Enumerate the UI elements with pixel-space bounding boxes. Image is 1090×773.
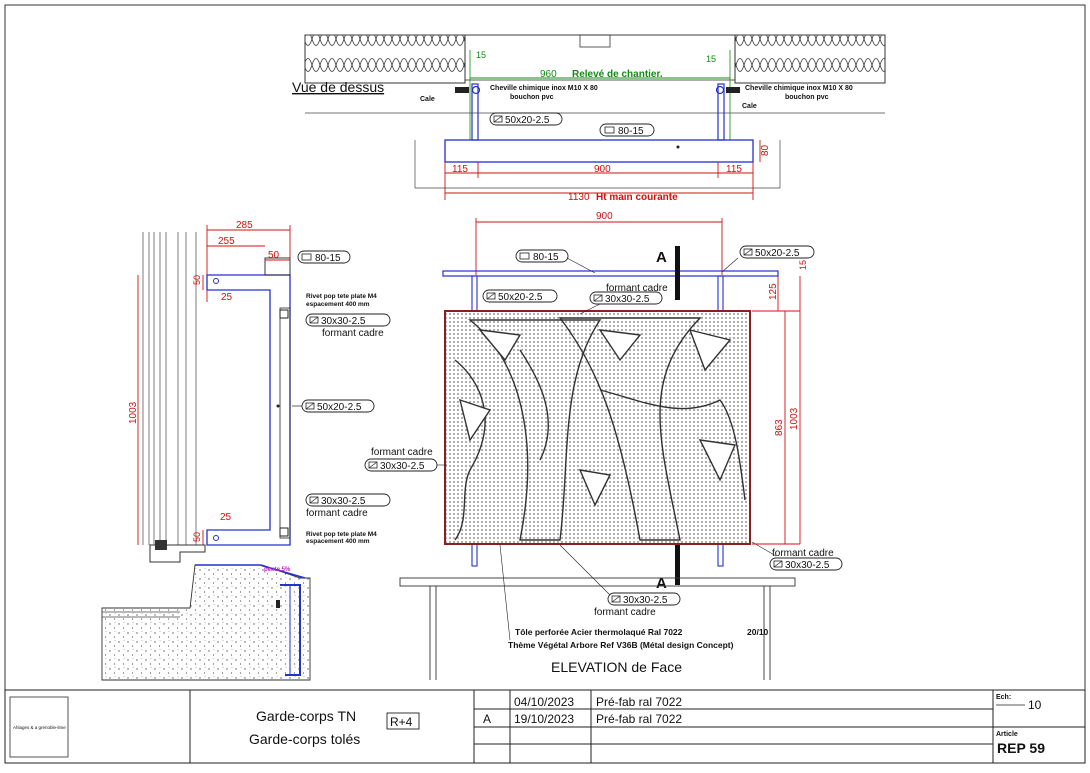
project-line1: Garde-corps TN (256, 708, 356, 724)
elev-cadre-top-text: formant cadre (606, 283, 668, 294)
side-dim-25-bot: 25 (220, 512, 232, 523)
elev-cadre-left-label: 30x30-2.5 (380, 461, 425, 472)
cheville-left-1: Cheville chimique inox M10 X 80 (490, 85, 598, 92)
insulation-left (304, 34, 466, 84)
elev-dim-15: 15 (798, 260, 808, 270)
top-ht-main: Ht main courante (596, 192, 678, 203)
cheville-right-1: Cheville chimique inox M10 X 80 (745, 85, 853, 92)
cale-left: Cale (420, 96, 435, 103)
rev-2-date: 19/10/2023 (514, 712, 574, 726)
side-dim-1003: 1003 (128, 401, 139, 424)
top-dim-960: 960 (540, 69, 557, 80)
top-releve-note: Relevé de chantier. (572, 69, 663, 80)
elev-dim-125: 125 (768, 283, 779, 300)
top-flat-label: 80-15 (618, 126, 644, 137)
rev-1-date: 04/10/2023 (514, 695, 574, 709)
side-cadre-bot-text: formant cadre (306, 508, 368, 519)
side-cadre-top-text: formant cadre (322, 328, 384, 339)
top-dim-1130: 1130 (568, 192, 590, 203)
top-dim-115-right: 115 (726, 164, 742, 175)
elev-tole-1b: 20/10 (747, 627, 769, 637)
side-section: pente 5% 285 255 50 80-15 50 25 1003 25 (101, 220, 391, 681)
rev-2-index: A (483, 712, 491, 726)
anchor-left-icon (471, 85, 481, 95)
level-box: R+4 (390, 715, 413, 729)
concrete-slab (101, 564, 311, 681)
article-label: Article (996, 731, 1018, 738)
cale-right: Cale (742, 103, 757, 110)
side-rivet-top-2: espacement 400 mm (306, 301, 370, 308)
elev-cadre-left-text: formant cadre (371, 447, 433, 458)
section-marker-top: A (656, 249, 667, 266)
elevation-view: 900 80-15 A A (364, 211, 843, 680)
top-dim-115-left: 115 (452, 164, 468, 175)
side-pente: pente 5% (264, 567, 291, 573)
side-flat-label: 80-15 (315, 253, 341, 264)
elev-cadre-bot-text: formant cadre (594, 607, 656, 618)
elev-tole-2: Thème Végétal Arbore Ref V36B (Métal des… (508, 640, 734, 650)
elev-tube-left: 50x20-2.5 (498, 292, 543, 303)
side-rivet-bot-2: espacement 400 mm (306, 538, 370, 545)
side-cadre-top-label: 30x30-2.5 (321, 316, 366, 327)
rev-2-desc: Pré-fab ral 7022 (596, 712, 682, 726)
logo-box (9, 696, 69, 758)
elev-cadre-top-label: 30x30-2.5 (605, 294, 650, 305)
side-dim-285: 285 (236, 220, 253, 231)
elev-handrail (442, 270, 779, 277)
handrail-plate (444, 139, 754, 163)
elev-cadre-right-text: formant cadre (772, 548, 834, 559)
top-view: 15 15 960 Relevé de chantier. Vue de des… (292, 34, 886, 203)
top-tube-label: 50x20-2.5 (505, 115, 550, 126)
side-tube-label: 50x20-2.5 (317, 402, 362, 413)
side-dim-50-left: 50 (192, 275, 202, 285)
echelle-value: 10 (1028, 698, 1042, 712)
rev-1-desc: Pré-fab ral 7022 (596, 695, 682, 709)
cheville-right-2: bouchon pvc (785, 94, 829, 101)
side-cadre-bot-label: 30x30-2.5 (321, 496, 366, 507)
section-marker-bottom: A (656, 575, 667, 592)
title-block: Ahlages & a grenoble-lime Garde-corps TN… (4, 689, 1086, 764)
top-dim-15-left: 15 (476, 50, 486, 60)
tree-pattern (454, 317, 746, 541)
top-dim-900: 900 (594, 164, 611, 175)
anchor-right-icon (715, 85, 725, 95)
top-dim-80: 80 (760, 144, 771, 156)
elev-flat-label: 80-15 (533, 252, 559, 263)
side-rivet-top-1: Rivet pop tete plate M4 (306, 293, 377, 300)
elev-cadre-right-label: 30x30-2.5 (785, 560, 830, 571)
side-dim-50-bot: 50 (192, 532, 202, 542)
insulation-right (734, 34, 886, 84)
elev-dim-863: 863 (774, 419, 785, 436)
elev-tube-right: 50x20-2.5 (755, 248, 800, 259)
side-frame-profile (206, 274, 291, 546)
article-value: REP 59 (997, 740, 1045, 756)
side-rivet-bot-1: Rivet pop tete plate M4 (306, 531, 377, 538)
elev-cadre-bot-label: 30x30-2.5 (623, 595, 668, 606)
top-dim-15-right: 15 (706, 54, 716, 64)
elev-dim-900: 900 (596, 211, 613, 222)
side-dim-50-top: 50 (268, 250, 280, 261)
top-view-title: Vue de dessus (292, 79, 384, 95)
echelle-label: Ech: (996, 694, 1011, 701)
elev-dim-1003: 1003 (789, 407, 800, 430)
cheville-left-2: bouchon pvc (510, 94, 554, 101)
project-line2: Garde-corps tolés (249, 731, 360, 747)
logo-text: Ahlages & a grenoble-lime (13, 725, 66, 730)
elev-tole-1: Tôle perforée Acier thermolaqué Ral 7022 (515, 627, 683, 637)
side-dim-25-top: 25 (221, 292, 233, 303)
side-dim-255: 255 (218, 236, 235, 247)
elevation-title: ELEVATION de Face (551, 659, 682, 675)
